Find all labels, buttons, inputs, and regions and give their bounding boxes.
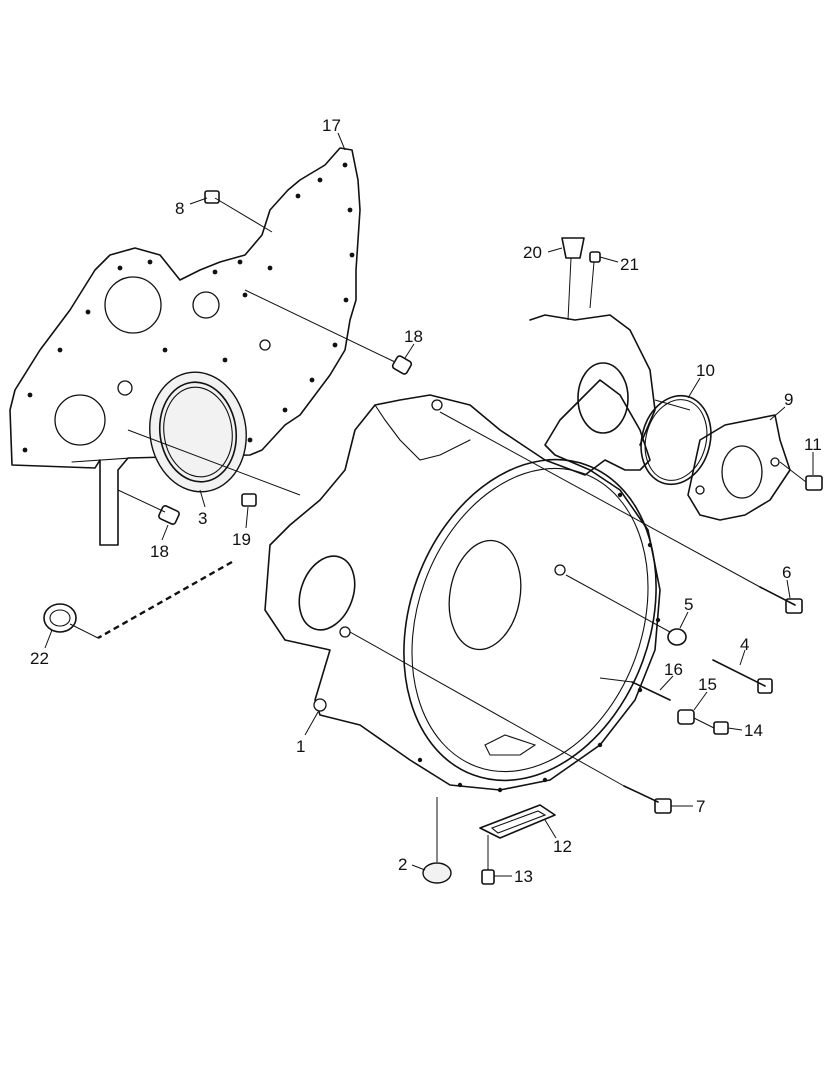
assembly-lines <box>69 197 807 870</box>
front-plate-17 <box>9 147 361 546</box>
callout-11: 11 <box>804 435 822 454</box>
callout-22: 22 <box>30 649 49 668</box>
cover-plate-12 <box>479 804 556 839</box>
dowel-18-lower <box>158 505 180 525</box>
callout-3: 3 <box>198 509 207 528</box>
o-ring-10 <box>640 394 712 486</box>
bolt-11 <box>805 475 823 491</box>
bolt-4 <box>712 659 773 694</box>
callout-19: 19 <box>232 530 251 549</box>
clamp-22 <box>43 603 77 633</box>
callout-18-upper: 18 <box>404 327 423 346</box>
spacer-15 <box>677 709 695 725</box>
callout-16: 16 <box>664 660 683 679</box>
callout-21: 21 <box>620 255 639 274</box>
callout-labels: 17 8 18 3 18 19 20 21 10 9 11 6 5 4 16 1… <box>30 116 822 886</box>
plug-2 <box>422 862 452 884</box>
bolt-19 <box>241 493 257 507</box>
callout-12: 12 <box>553 837 572 856</box>
plug-20 <box>561 237 585 259</box>
bolt-7 <box>623 785 672 814</box>
callout-15: 15 <box>698 675 717 694</box>
nut-14 <box>713 721 729 735</box>
callout-2: 2 <box>398 855 407 874</box>
callout-8: 8 <box>175 199 184 218</box>
washer-5 <box>667 628 687 646</box>
callout-leaders <box>44 132 814 877</box>
callout-10: 10 <box>696 361 715 380</box>
bolt-6 <box>759 586 803 614</box>
flywheel-housing-1 <box>264 314 661 793</box>
bolt-8 <box>204 190 220 204</box>
callout-6: 6 <box>782 563 791 582</box>
callout-13: 13 <box>514 867 533 886</box>
cover-plate-9 <box>687 414 791 521</box>
callout-18-lower: 18 <box>150 542 169 561</box>
callout-7: 7 <box>696 797 705 816</box>
rear-seal-3 <box>149 371 247 493</box>
plug-21 <box>589 251 601 263</box>
callout-4: 4 <box>740 635 749 654</box>
callout-9: 9 <box>784 390 793 409</box>
dowel-18-upper <box>391 355 413 375</box>
callout-1: 1 <box>296 737 305 756</box>
bolt-13 <box>481 869 495 885</box>
callout-5: 5 <box>684 595 693 614</box>
callout-20: 20 <box>523 243 542 262</box>
callout-17: 17 <box>322 116 341 135</box>
stud-16 <box>631 681 671 701</box>
callout-14: 14 <box>744 721 763 740</box>
